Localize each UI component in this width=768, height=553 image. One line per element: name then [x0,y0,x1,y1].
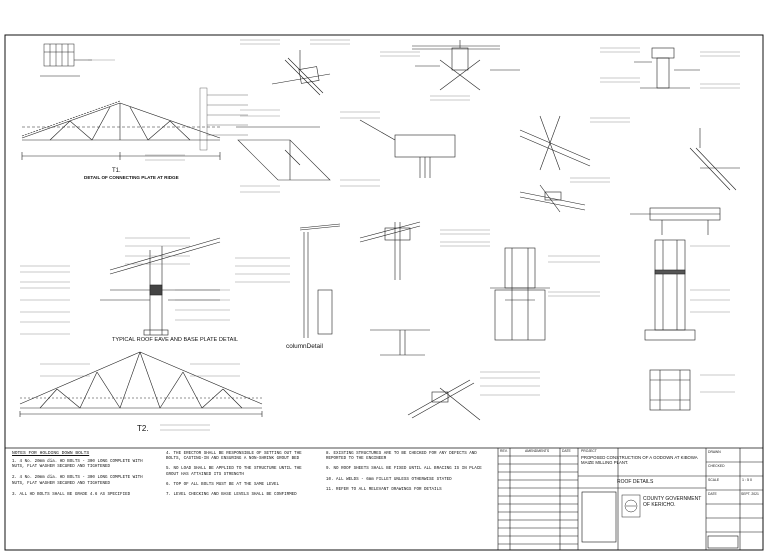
sheet-title: ROOF DETAILS [617,479,654,485]
date-value: SEPT. 2021 [741,492,759,496]
connection-detail-5 [689,128,740,191]
t2-caption: T2. [137,424,149,433]
checked-label: CHECKED [708,464,725,468]
note-10: 10. ALL WELDS - 6mm FILLET UNLESS OTHERW… [326,477,452,482]
t1-subcaption: DETAIL OF CONNECTING PLATE AT RIDGE [84,175,179,180]
date-header: DATE [562,449,571,453]
annotation-leaders [20,39,740,431]
note-2: 2. 4 No. 20mm dia. HD BOLTS - 300 LONG C… [12,476,143,486]
column-base-section [644,239,696,411]
project-title: PROPOSED CONSTRUCTION OF A GODOWN AT KIB… [581,455,698,465]
note-9: 9. NO ROOF SHEETS SHALL BE FIXED UNTIL A… [326,467,482,472]
truss-t2 [19,351,263,417]
note-11: 11. REFER TO ALL RELEVANT DRAWINGS FOR D… [326,487,442,492]
county-crest-logo [621,494,641,518]
column-detail [299,223,341,338]
drawn-label: DRAWN [708,450,721,454]
t1-caption: T1. [112,168,121,174]
note-7: 7. LEVEL CHECKING AND BASE LEVELS SHALL … [166,493,297,498]
ridge-plate-detail [40,43,92,77]
connection-detail-6 [519,184,586,213]
connection-detail-4 [519,115,591,171]
notes-column-2: 4. THE ERECTOR SHALL BE RESPONSIBLE OF S… [166,452,316,498]
column-caption: columnDetail [286,343,323,350]
note-4: 4. THE ERECTOR SHALL BE RESPONSIBLE OF S… [166,452,302,462]
purlin-cleat-detail [236,50,331,181]
notes-column-3: 8. EXISTING STRUCTURES ARE TO BE CHECKED… [326,452,486,493]
connection-detail-7 [630,207,721,235]
notes-heading: NOTES FOR HOLDING DOWN BOLTS [12,451,90,456]
sheet-border [4,34,764,551]
eave-caption: TYPICAL ROOF EAVE AND BASE PLATE DETAIL [112,337,238,343]
ridge-cap-detail [407,379,481,421]
column-label-strip [199,87,248,151]
scale-label: SCALE [708,478,720,482]
note-8: 8. EXISTING STRUCTURES ARE TO BE CHECKED… [326,452,477,462]
project-label: PROJECT [581,449,597,453]
client-name: COUNTY GOVERNMENT OF KERICHO. [643,496,702,508]
notes-column-1: 1. 4 No. 20mm dia. HD BOLTS - 300 LONG C… [12,460,157,498]
haunch-detail [370,329,430,356]
connection-detail-2 [634,47,700,89]
title-block-grid [497,448,763,550]
base-plate-detail [490,247,550,341]
scale-value: 1 : 5 0 [742,478,752,482]
note-5: 5. NO LOAD SHALL BE APPLIED TO THE STRUC… [166,467,302,477]
amendments-header: AMENDMENTS [525,449,550,453]
connection-detail-3 [359,119,456,178]
apex-detail [359,221,421,280]
connection-detail-1 [412,40,520,91]
note-1: 1. 4 No. 20mm dia. HD BOLTS - 300 LONG C… [12,460,143,470]
date-label: DATE [708,492,717,496]
note-3: 3. ALL HD BOLTS SHALL BE GRADE 4.6 AS SP… [12,492,131,497]
truss-t1 [21,100,221,160]
note-6: 6. TOP OF ALL BOLTS MUST BE AT THE SAME … [166,482,280,487]
rev-header: REV. [500,449,508,453]
